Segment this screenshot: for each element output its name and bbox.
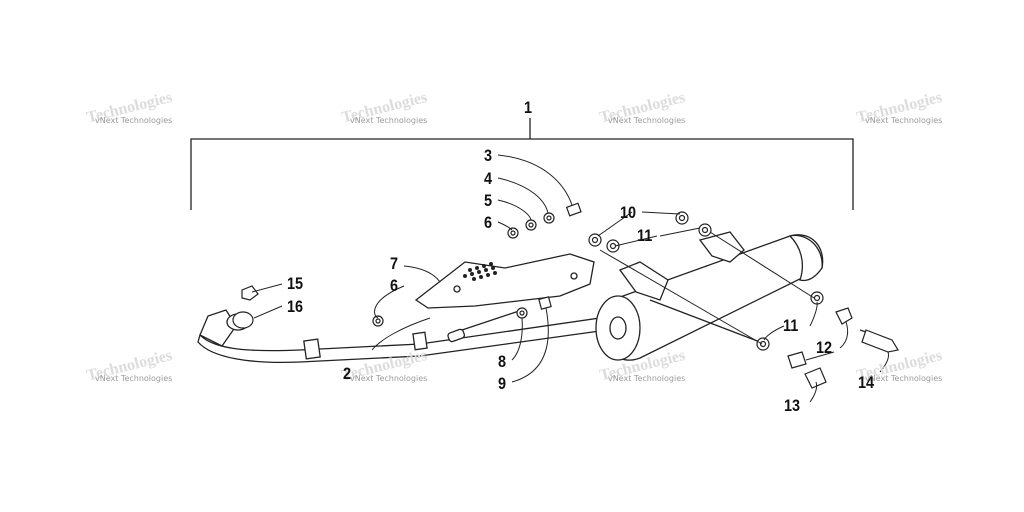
callout-3: 3	[484, 146, 493, 165]
callout-13: 13	[784, 396, 801, 415]
callout-6: 6	[484, 213, 493, 232]
leader-lines	[251, 154, 889, 403]
heat-shield-bracket	[414, 253, 595, 309]
fastener-set	[372, 202, 899, 389]
callout-10: 10	[620, 203, 637, 222]
clamp-part	[232, 285, 259, 329]
callout-7: 7	[390, 254, 399, 273]
callout-11: 11	[783, 316, 799, 335]
callout-12: 12	[816, 338, 833, 357]
muffler	[595, 231, 824, 361]
callout-2: 2	[343, 364, 352, 383]
callout-1: 1	[524, 98, 533, 117]
callout-6: 6	[390, 276, 399, 295]
callout-5: 5	[484, 191, 493, 210]
callout-9: 9	[498, 374, 507, 393]
callout-14: 14	[858, 373, 875, 392]
callout-4: 4	[484, 169, 493, 188]
callout-8: 8	[498, 352, 507, 371]
assembly-bracket	[190, 118, 854, 210]
callout-16: 16	[287, 297, 304, 316]
callout-11: 11	[637, 226, 653, 245]
callout-15: 15	[287, 274, 304, 293]
